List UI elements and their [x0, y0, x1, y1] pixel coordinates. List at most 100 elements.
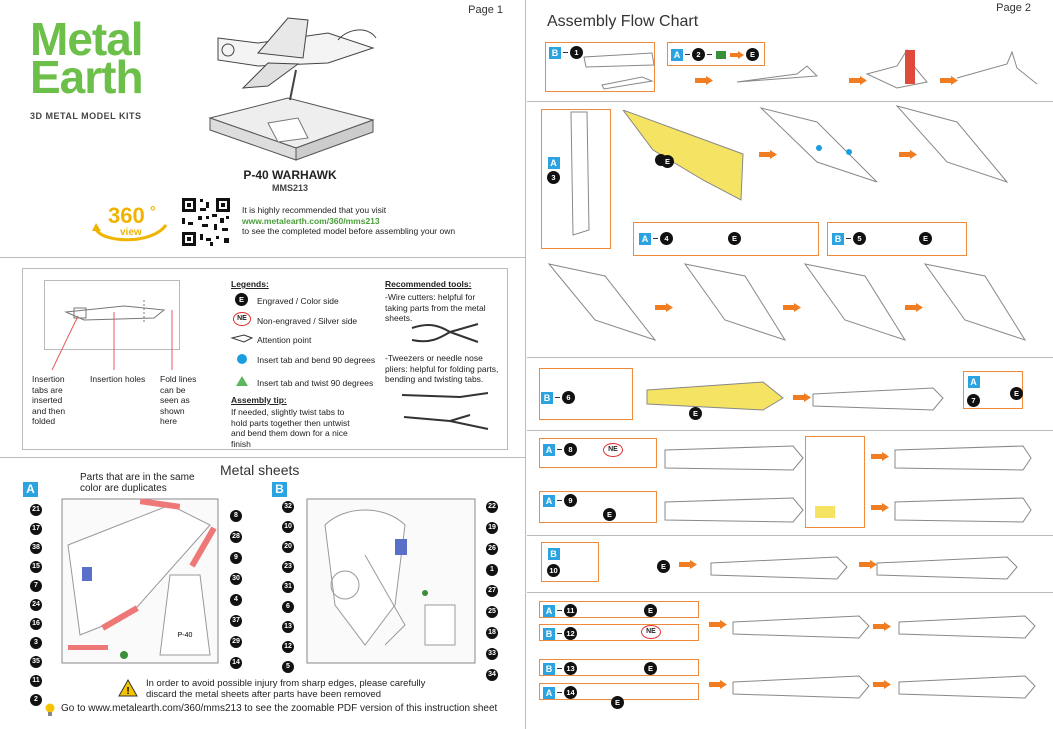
row6-drawing [710, 556, 1018, 580]
tool-tweezers: -Tweezers or needle nose pliers: helpful… [385, 353, 499, 384]
part-number: 35 [30, 656, 42, 668]
step3-badge: E [661, 155, 674, 168]
flow-arrow-icon [871, 503, 889, 512]
step12-badge: NE [641, 625, 661, 639]
fuselage-drawing [646, 381, 944, 411]
part-number: 10 [282, 521, 294, 533]
view-360-badge[interactable]: 360 ° view [92, 203, 172, 243]
step-box [667, 42, 765, 66]
divider [527, 535, 1053, 536]
part-number: 19 [486, 522, 498, 534]
arc-icon [92, 223, 168, 242]
flow-arrow-icon [793, 393, 811, 402]
step8-badge: NE [603, 443, 623, 457]
step13-badge: E [644, 662, 657, 675]
step-box [541, 109, 611, 249]
step6-badge: E [689, 407, 702, 420]
non-engraved-badge: NE [233, 312, 251, 326]
divider [527, 592, 1053, 593]
row7-drawing [732, 615, 1036, 639]
label-insertion-tabs: Insertion tabs are inserted and then fol… [32, 374, 66, 426]
part-number: 16 [30, 618, 42, 630]
part-number: 32 [282, 501, 294, 513]
row2-drawing [759, 105, 1009, 184]
flow-arrow-icon [859, 560, 877, 569]
step-box [539, 438, 657, 468]
tab-diagram [51, 300, 173, 371]
svg-text:!: ! [126, 686, 129, 697]
instruction-page-1: Page 1 Metal Earth 3D METAL MODEL KITS P… [0, 0, 526, 729]
step9-badge: E [603, 508, 616, 521]
step4-badge: E [728, 232, 741, 245]
wire-cutters-icon [411, 323, 479, 343]
visit-url[interactable]: www.metalearth.com/360/mms213 [242, 215, 380, 226]
row3-drawing [547, 263, 1027, 341]
flow-arrow-icon [709, 680, 727, 689]
arrow-icon [730, 50, 744, 59]
divider [0, 257, 526, 258]
flow-arrow-icon [871, 452, 889, 461]
divider [527, 430, 1053, 431]
model-code: MMS213 [271, 183, 308, 193]
visit-text: It is highly recommended that you visit … [242, 205, 522, 237]
flow-arrow-icon [679, 560, 697, 569]
step-box [805, 436, 865, 528]
part-number: 20 [282, 541, 294, 553]
part-number: 22 [486, 501, 498, 513]
engraved-badge: E [235, 293, 248, 306]
row8-drawing [732, 675, 1036, 699]
part-number: 9 [230, 552, 242, 564]
part-number: 30 [230, 573, 242, 585]
duplicates-note: Parts that are in the same color are dup… [80, 472, 195, 494]
part-number: 34 [486, 669, 498, 681]
part-number: 37 [230, 615, 242, 627]
part-number: 38 [30, 542, 42, 554]
lightbulb-icon [45, 703, 55, 716]
part-number: 29 [230, 636, 242, 648]
tip-title: Assembly tip: [231, 395, 287, 405]
part-icon [716, 50, 726, 59]
footer-link[interactable]: Go to www.metalearth.com/360/mms213 to s… [61, 703, 498, 714]
step-box [545, 42, 655, 92]
part-number: 31 [282, 581, 294, 593]
part-number: 2 [30, 694, 42, 706]
part-number: 3 [30, 637, 42, 649]
svg-text:P-40: P-40 [178, 632, 193, 639]
blue-dot-icon [237, 354, 247, 364]
divider [527, 101, 1053, 102]
step-box [827, 222, 967, 256]
part-number: 1 [486, 564, 498, 576]
label-insertion-holes: Insertion holes [90, 374, 146, 384]
legend-title: Legends: [231, 279, 269, 289]
model-name: P-40 WARHAWK [243, 168, 337, 182]
part-number: 18 [486, 627, 498, 639]
part-number: 17 [30, 523, 42, 535]
page-number: Page 1 [468, 4, 503, 16]
flow-arrow-icon [873, 622, 891, 631]
page-number: Page 2 [996, 2, 1031, 14]
tool-wire-cutters: -Wire cutters: helpful for taking parts … [385, 292, 486, 323]
step1-part [583, 52, 655, 90]
model-illustration [208, 17, 377, 161]
part-number: 11 [30, 675, 42, 687]
step5-badge: E [919, 232, 932, 245]
view-360-degree: ° [150, 203, 156, 219]
wing-drawing [570, 110, 744, 236]
flow-arrow-icon [873, 680, 891, 689]
qr-code-icon[interactable] [180, 196, 232, 248]
step-box [539, 368, 633, 420]
step-box [539, 659, 699, 676]
step10-badge: E [657, 560, 670, 573]
view-360-number: 360 [108, 203, 145, 228]
legend-non-engraved: Non-engraved / Silver side [257, 316, 358, 326]
warning-icon: ! [118, 679, 138, 697]
